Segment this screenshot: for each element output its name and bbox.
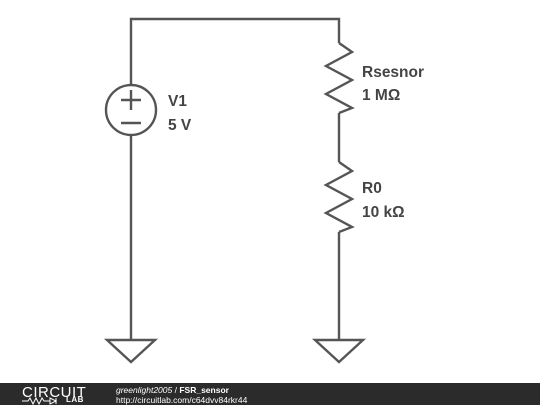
author-name[interactable]: greenlight2005 — [116, 385, 173, 395]
voltage-source-v1[interactable] — [104, 83, 158, 137]
footer-bar — [0, 383, 540, 405]
rsesnor-value-label: 1 MΩ — [362, 87, 400, 104]
circuit-url-link[interactable]: http://circuitlab.com/c64dvv84rkr44 — [116, 395, 248, 405]
r0-value-label: 10 kΩ — [362, 204, 405, 221]
logo-resistor-icon — [22, 397, 58, 405]
v1-name-label: V1 — [168, 93, 187, 110]
breadcrumb-separator: / — [172, 385, 180, 395]
circuitlab-logo-word[interactable]: CIRCUIT — [22, 384, 87, 401]
resistor-r0[interactable] — [323, 161, 355, 234]
circuit-schematic: V1 5 V Rsesnor 1 MΩ R0 10 kΩ — [103, 17, 424, 364]
ground-symbol-right[interactable] — [311, 338, 367, 364]
rsesnor-name-label: Rsesnor — [362, 64, 424, 81]
r0-name-label: R0 — [362, 180, 382, 197]
project-name[interactable]: FSR_sensor — [179, 385, 229, 395]
project-breadcrumb: greenlight2005 / FSR_sensor — [116, 385, 229, 395]
ground-symbol-left[interactable] — [103, 338, 159, 364]
top-wire — [129, 17, 341, 85]
circuitlab-logo-lab: LAB — [66, 395, 84, 404]
v1-value-label: 5 V — [168, 117, 192, 134]
resistor-rsesnor[interactable] — [323, 42, 355, 115]
